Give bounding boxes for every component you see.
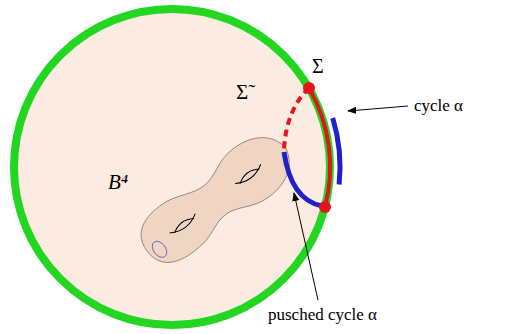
cycle-label: cycle α [414,97,463,114]
pushed-cycle [284,152,322,206]
space-label: B⁴ [108,172,128,193]
leader-arrow [294,193,318,300]
ball-b4 [14,9,330,325]
endpoint-dot [303,82,315,94]
endpoint-dot [319,201,331,213]
boundary-label: Σ [312,56,324,76]
sigma-arc [309,88,330,207]
surface [129,123,303,275]
pushed-sigma [284,88,309,150]
leader-arrow [348,106,408,111]
pushed-cycle-label: pusched cycle α [268,306,377,323]
cycle-arc [333,118,340,185]
surface-label: Σ̃ [236,82,248,103]
